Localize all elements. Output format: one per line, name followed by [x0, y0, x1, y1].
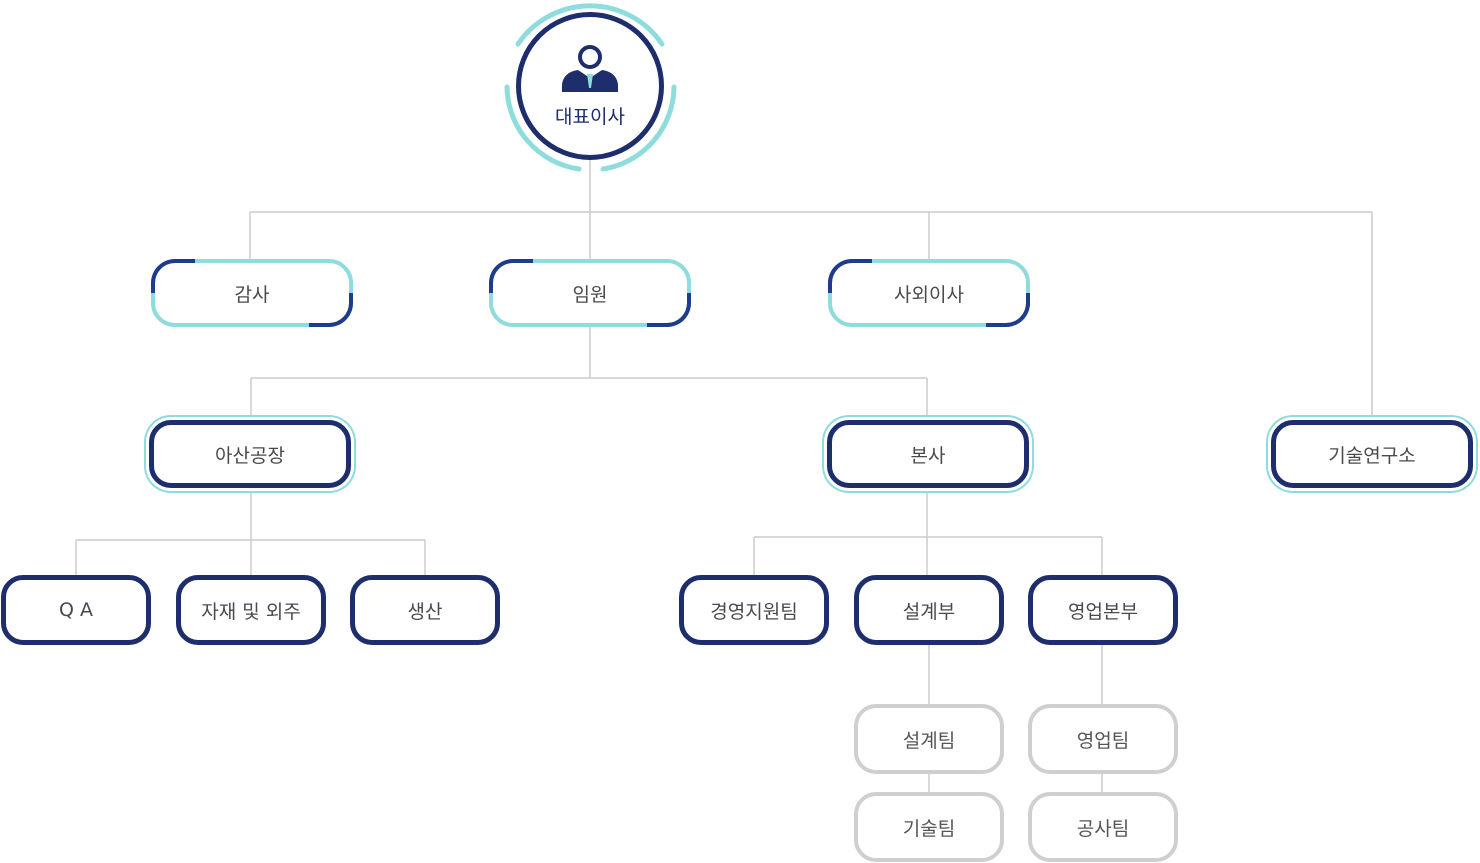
node-sales-team[interactable]: 영업팀: [1028, 704, 1178, 774]
ceo-label: 대표이사: [555, 105, 625, 128]
node-research-institute[interactable]: 기술연구소: [1271, 420, 1473, 488]
node-design-team[interactable]: 설계팀: [854, 704, 1004, 774]
node-qa[interactable]: Q A: [1, 575, 151, 645]
node-label: 설계부: [902, 600, 956, 623]
node-construction-team[interactable]: 공사팀: [1028, 792, 1178, 862]
node-label: Q A: [59, 599, 93, 621]
node-label: 임원: [572, 283, 608, 306]
node-label: 자재 및 외주: [201, 600, 301, 623]
node-audit[interactable]: 감사: [151, 259, 353, 327]
node-label: 설계팀: [902, 729, 956, 752]
node-design-dept[interactable]: 설계부: [854, 575, 1004, 645]
node-tech-team[interactable]: 기술팀: [854, 792, 1004, 862]
node-label: 감사: [234, 283, 270, 306]
node-label: 아산공장: [215, 444, 285, 467]
node-headquarters[interactable]: 본사: [827, 420, 1029, 488]
node-label: 영업본부: [1068, 600, 1138, 623]
person-suit-icon: [562, 44, 618, 92]
node-label: 본사: [910, 444, 946, 467]
node-label: 생산: [407, 600, 443, 623]
node-label: 기술팀: [902, 817, 956, 840]
ceo-ring-decoration: [504, 3, 677, 172]
node-label: 영업팀: [1076, 729, 1130, 752]
node-asan-factory[interactable]: 아산공장: [149, 420, 351, 488]
node-label: 사외이사: [894, 283, 964, 306]
node-executive[interactable]: 임원: [489, 259, 691, 327]
node-management-support[interactable]: 경영지원팀: [679, 575, 829, 645]
node-outside-director[interactable]: 사외이사: [828, 259, 1030, 327]
node-production[interactable]: 생산: [350, 575, 500, 645]
node-materials-outsourcing[interactable]: 자재 및 외주: [176, 575, 326, 645]
node-label: 기술연구소: [1328, 444, 1416, 467]
ceo-node[interactable]: 대표이사: [516, 12, 664, 160]
node-label: 경영지원팀: [710, 600, 798, 623]
node-label: 공사팀: [1076, 817, 1130, 840]
node-sales-hq[interactable]: 영업본부: [1028, 575, 1178, 645]
